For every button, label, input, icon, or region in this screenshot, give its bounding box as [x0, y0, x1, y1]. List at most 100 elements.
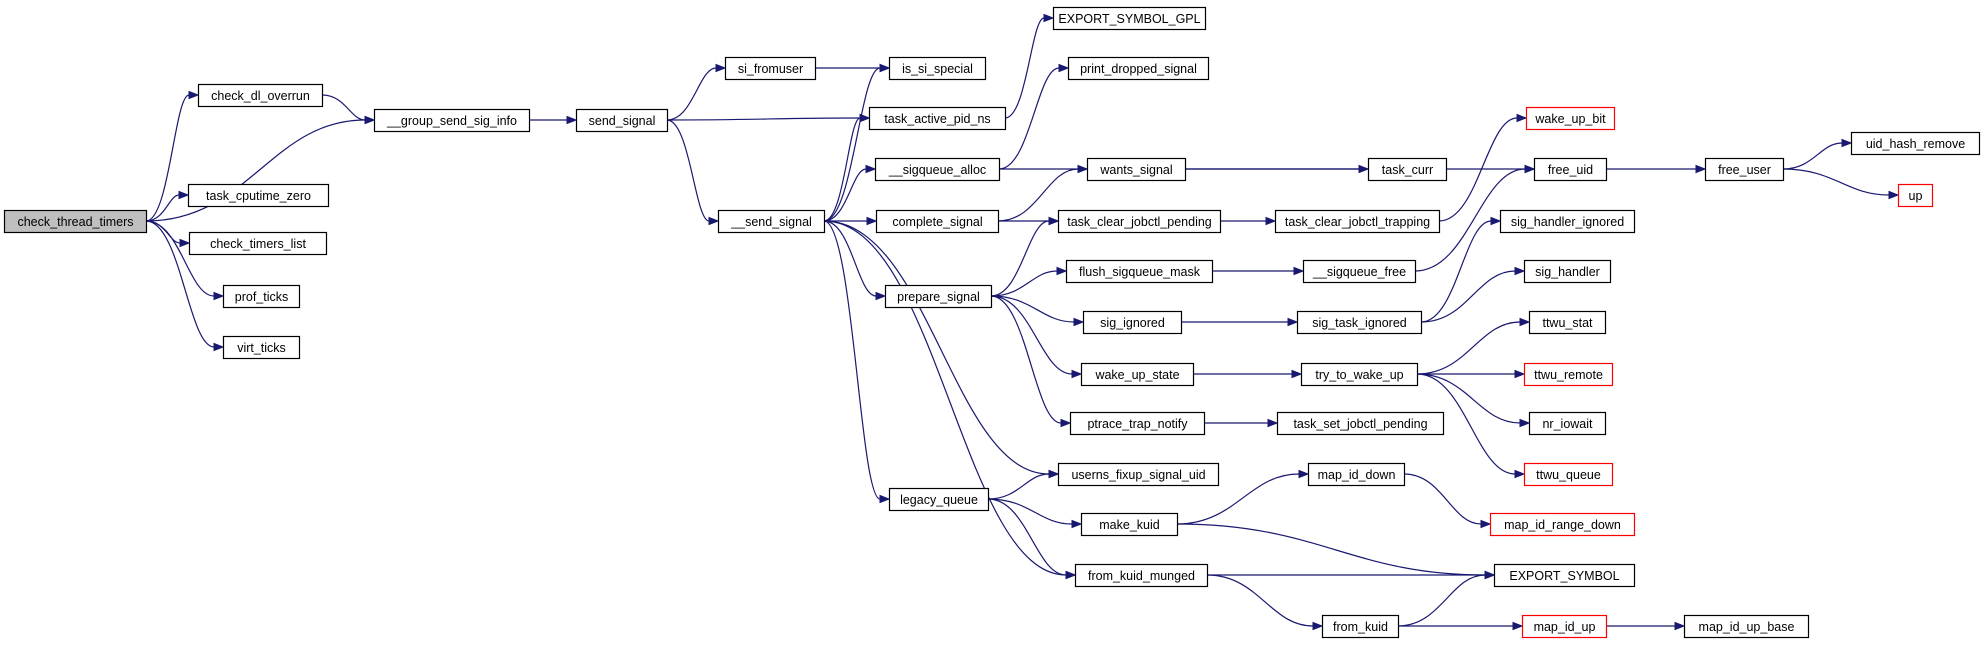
node-box-map-id-down[interactable] [1307, 462, 1406, 487]
node-box-sig-ignored[interactable] [1082, 310, 1183, 335]
node-task-active-pid-ns[interactable]: task_active_pid_ns [868, 106, 1007, 131]
node-box-up[interactable] [1897, 183, 1934, 208]
node-box-sig-handler-ignored[interactable] [1499, 209, 1636, 234]
node-box-map-id-up[interactable] [1521, 614, 1608, 639]
node-box-task-cputime-zero[interactable] [187, 183, 330, 208]
node-sigqueue-free[interactable]: __sigqueue_free [1302, 259, 1417, 284]
node-wake-up-bit[interactable]: wake_up_bit [1525, 106, 1616, 131]
node-si-fromuser[interactable]: si_fromuser [724, 56, 817, 81]
node-export-symbol[interactable]: EXPORT_SYMBOL [1493, 563, 1636, 588]
node-task-curr[interactable]: task_curr [1367, 157, 1448, 182]
node-check-thread-timers[interactable]: check_thread_timers [3, 209, 148, 234]
node-box-ptrace-trap-notify[interactable] [1069, 411, 1206, 436]
node-sig-task-ignored[interactable]: sig_task_ignored [1296, 310, 1423, 335]
node-print-dropped-signal[interactable]: print_dropped_signal [1067, 56, 1210, 81]
node-box-flush-sigqueue-mask[interactable] [1065, 259, 1214, 284]
node-flush-sigqueue-mask[interactable]: flush_sigqueue_mask [1065, 259, 1214, 284]
node-box-is-si-special[interactable] [888, 56, 987, 81]
node-make-kuid[interactable]: make_kuid [1080, 512, 1179, 537]
node-box-sigqueue-alloc[interactable] [874, 157, 1001, 182]
node-box-virt-ticks[interactable] [222, 335, 301, 360]
node-complete-signal[interactable]: complete_signal [875, 209, 1000, 234]
node-box-task-curr[interactable] [1367, 157, 1448, 182]
node-task-set-jobctl-pending[interactable]: task_set_jobctl_pending [1276, 411, 1445, 436]
node-map-id-range-down[interactable]: map_id_range_down [1489, 512, 1636, 537]
node-free-user[interactable]: free_user [1704, 157, 1785, 182]
node-map-id-up[interactable]: map_id_up [1521, 614, 1608, 639]
node-box-check-timers-list[interactable] [188, 231, 328, 256]
node-free-uid[interactable]: free_uid [1533, 157, 1608, 182]
node-box-prepare-signal[interactable] [884, 284, 993, 309]
node-virt-ticks[interactable]: virt_ticks [222, 335, 301, 360]
node-box-sig-task-ignored[interactable] [1296, 310, 1423, 335]
node-box-task-clear-jobctl-pending[interactable] [1057, 209, 1222, 234]
node-box-check-dl-overrun[interactable] [197, 83, 324, 108]
node-box-check-thread-timers[interactable] [3, 209, 148, 234]
node-box-ttwu-queue[interactable] [1523, 462, 1614, 487]
node-box-map-id-up-base[interactable] [1683, 614, 1810, 639]
node-box-wants-signal[interactable] [1086, 157, 1187, 182]
node-is-si-special[interactable]: is_si_special [888, 56, 987, 81]
node-task-clear-jobctl-pending[interactable]: task_clear_jobctl_pending [1057, 209, 1222, 234]
node-box-task-clear-jobctl-trapping[interactable] [1274, 209, 1441, 234]
node-box-ttwu-stat[interactable] [1528, 310, 1607, 335]
node-wake-up-state[interactable]: wake_up_state [1080, 362, 1195, 387]
node-from-kuid-munged[interactable]: from_kuid_munged [1074, 563, 1209, 588]
node-wants-signal[interactable]: wants_signal [1086, 157, 1187, 182]
node-box-uid-hash-remove[interactable] [1850, 131, 1981, 156]
node-box-from-kuid-munged[interactable] [1074, 563, 1209, 588]
node-box-si-fromuser[interactable] [724, 56, 817, 81]
node-legacy-queue[interactable]: legacy_queue [888, 487, 990, 512]
node-box-export-symbol-gpl[interactable] [1052, 6, 1207, 31]
node-nr-iowait[interactable]: nr_iowait [1528, 411, 1607, 436]
node-box-task-set-jobctl-pending[interactable] [1276, 411, 1445, 436]
node-box-legacy-queue[interactable] [888, 487, 990, 512]
node-ttwu-remote[interactable]: ttwu_remote [1523, 362, 1614, 387]
node-box-wake-up-bit[interactable] [1525, 106, 1616, 131]
node-sig-ignored[interactable]: sig_ignored [1082, 310, 1183, 335]
node-box-sig-handler[interactable] [1523, 259, 1612, 284]
node-prof-ticks[interactable]: prof_ticks [222, 284, 301, 309]
node-box-send-signal[interactable] [575, 108, 669, 133]
node-box-wake-up-state[interactable] [1080, 362, 1195, 387]
node-prepare-signal[interactable]: prepare_signal [884, 284, 993, 309]
node-up[interactable]: up [1897, 183, 1934, 208]
node-box-sigqueue-free[interactable] [1302, 259, 1417, 284]
node-box-prof-ticks[interactable] [222, 284, 301, 309]
node-box-send-signal2[interactable] [717, 209, 826, 234]
node-map-id-up-base[interactable]: map_id_up_base [1683, 614, 1810, 639]
node-map-id-down[interactable]: map_id_down [1307, 462, 1406, 487]
node-box-from-kuid[interactable] [1321, 614, 1400, 639]
node-box-free-user[interactable] [1704, 157, 1785, 182]
node-sig-handler-ignored[interactable]: sig_handler_ignored [1499, 209, 1636, 234]
node-box-try-to-wake-up[interactable] [1300, 362, 1419, 387]
node-box-map-id-range-down[interactable] [1489, 512, 1636, 537]
node-box-ttwu-remote[interactable] [1523, 362, 1614, 387]
node-send-signal2[interactable]: __send_signal [717, 209, 826, 234]
node-userns-fixup-signal-uid[interactable]: userns_fixup_signal_uid [1057, 462, 1220, 487]
node-task-cputime-zero[interactable]: task_cputime_zero [187, 183, 330, 208]
node-box-free-uid[interactable] [1533, 157, 1608, 182]
node-box-export-symbol[interactable] [1493, 563, 1636, 588]
node-ttwu-queue[interactable]: ttwu_queue [1523, 462, 1614, 487]
node-box-nr-iowait[interactable] [1528, 411, 1607, 436]
node-check-dl-overrun[interactable]: check_dl_overrun [197, 83, 324, 108]
node-group-send-sig-info[interactable]: __group_send_sig_info [373, 108, 531, 133]
node-ptrace-trap-notify[interactable]: ptrace_trap_notify [1069, 411, 1206, 436]
node-uid-hash-remove[interactable]: uid_hash_remove [1850, 131, 1981, 156]
node-box-task-active-pid-ns[interactable] [868, 106, 1007, 131]
node-sig-handler[interactable]: sig_handler [1523, 259, 1612, 284]
node-box-group-send-sig-info[interactable] [373, 108, 531, 133]
node-check-timers-list[interactable]: check_timers_list [188, 231, 328, 256]
node-box-print-dropped-signal[interactable] [1067, 56, 1210, 81]
node-box-make-kuid[interactable] [1080, 512, 1179, 537]
node-from-kuid[interactable]: from_kuid [1321, 614, 1400, 639]
node-sigqueue-alloc[interactable]: __sigqueue_alloc [874, 157, 1001, 182]
node-task-clear-jobctl-trapping[interactable]: task_clear_jobctl_trapping [1274, 209, 1441, 234]
node-box-userns-fixup-signal-uid[interactable] [1057, 462, 1220, 487]
node-try-to-wake-up[interactable]: try_to_wake_up [1300, 362, 1419, 387]
node-box-complete-signal[interactable] [875, 209, 1000, 234]
node-ttwu-stat[interactable]: ttwu_stat [1528, 310, 1607, 335]
node-export-symbol-gpl[interactable]: EXPORT_SYMBOL_GPL [1052, 6, 1207, 31]
node-send-signal[interactable]: send_signal [575, 108, 669, 133]
